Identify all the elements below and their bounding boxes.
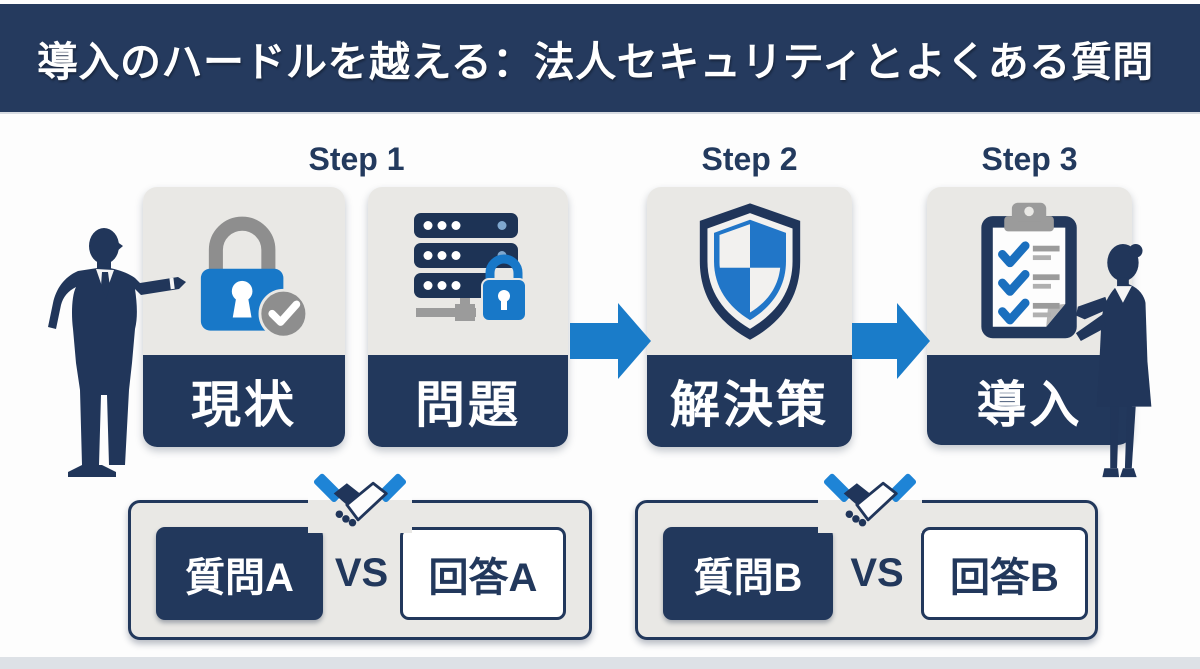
header-banner: 導入のハードルを越える：法人セキュリティとよくある質問 [0, 4, 1200, 114]
flow-arrow-1-head [618, 303, 651, 379]
page-title: 導入のハードルを越える：法人セキュリティとよくある質問 [37, 39, 1154, 85]
faq-box-a: 質問A VS 回答A [128, 500, 592, 640]
server-lock-icon [414, 212, 527, 322]
card-label: 解決策 [647, 355, 852, 447]
businesswoman-silhouette [1073, 242, 1168, 487]
process-card-current-state: 現状 [143, 187, 345, 447]
vs-label: VS [850, 551, 904, 595]
card-icon-area [647, 187, 852, 355]
vs-label: VS [334, 551, 389, 595]
card-icon-area [143, 187, 345, 355]
answer-badge: 回答B [921, 527, 1088, 620]
lock-check-icon [200, 216, 309, 339]
handshake-icon [308, 467, 412, 533]
card-label: 現状 [143, 355, 345, 447]
step-1-label: Step 1 [308, 141, 405, 177]
card-label: 問題 [368, 355, 568, 447]
process-card-solution: 解決策 [647, 187, 852, 447]
footer-strip [0, 657, 1200, 669]
answer-badge: 回答A [400, 527, 566, 620]
card-icon-area [927, 187, 1132, 355]
clipboard-checklist-icon [980, 202, 1077, 339]
process-card-problem: 問題 [368, 187, 568, 447]
step-2-label: Step 2 [701, 141, 798, 177]
handshake-icon [818, 467, 922, 533]
flow-arrow-2 [852, 323, 898, 359]
flow-arrow-2-head [897, 303, 930, 379]
question-badge: 質問A [156, 527, 323, 620]
flow-arrow-1 [570, 323, 618, 359]
question-badge: 質問B [663, 527, 833, 620]
process-card-implementation: 導入 [927, 187, 1132, 445]
card-icon-area [368, 187, 568, 355]
step-3-label: Step 3 [981, 141, 1078, 177]
businessman-silhouette [28, 225, 186, 482]
shield-icon [699, 203, 800, 340]
